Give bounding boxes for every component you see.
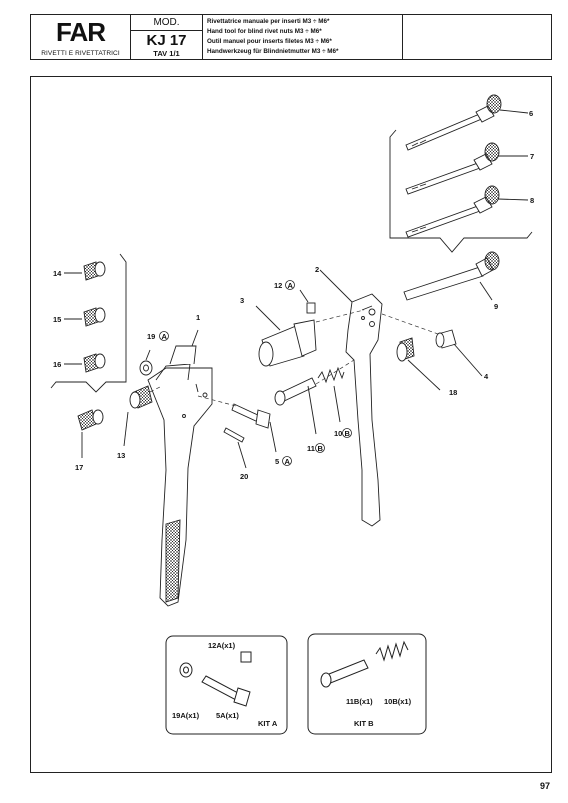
label-part-19: 19 xyxy=(147,332,155,341)
model-cell: MOD. KJ 17 TAV 1/1 xyxy=(131,15,203,59)
title-block: FAR RIVETTI E RIVETTATRICI MOD. KJ 17 TA… xyxy=(30,14,552,60)
label-letter-10b: B xyxy=(345,429,351,438)
label-kit-b-11b: 11B(x1) xyxy=(346,697,373,706)
label-part-13: 13 xyxy=(117,451,125,460)
handle-2 xyxy=(319,269,383,527)
screw-15 xyxy=(64,307,106,327)
label-kit-b-title: KIT B xyxy=(354,719,374,728)
label-part-8: 8 xyxy=(530,196,534,205)
sleeve-3 xyxy=(255,305,317,367)
spindle-9 xyxy=(403,251,500,301)
screw-12a xyxy=(299,289,316,314)
label-part-7: 7 xyxy=(530,152,534,161)
spring-10b xyxy=(317,366,345,423)
kit-labels: 12A(x1) 19A(x1) 5A(x1) KIT A 11B(x1) 10B… xyxy=(172,641,412,728)
kit-b-box xyxy=(307,633,427,735)
screw-16 xyxy=(64,353,106,373)
screw-17 xyxy=(77,409,104,458)
table-ref: TAV 1/1 xyxy=(153,49,180,58)
label-part-6: 6 xyxy=(529,109,533,118)
mod-divider xyxy=(131,30,202,31)
circle-5a xyxy=(282,456,292,466)
label-part-16: 16 xyxy=(53,360,61,369)
label-part-14: 14 xyxy=(53,269,62,278)
label-part-2: 2 xyxy=(315,265,319,274)
label-letter-11b: B xyxy=(318,444,324,453)
description-cell: Rivettatrice manuale per inserti M3 ÷ M6… xyxy=(203,15,403,59)
label-part-12: 12 xyxy=(274,281,282,290)
label-letter-12a: A xyxy=(288,281,294,290)
spindle-group-bracket xyxy=(389,129,533,253)
far-logo: FAR xyxy=(56,17,106,47)
bolt-11b xyxy=(274,377,317,435)
description-fr: Outil manuel pour inserts filetes M3 ÷ M… xyxy=(207,38,332,45)
spindle-7 xyxy=(405,142,528,195)
description-en: Hand tool for blind rivet nuts M3 ÷ M6* xyxy=(207,28,322,35)
label-part-10: 10 xyxy=(334,429,342,438)
circle-12a xyxy=(285,280,295,290)
handle-1 xyxy=(147,329,213,607)
knob-18 xyxy=(396,337,441,391)
circle-19a xyxy=(159,331,169,341)
kit-a-box xyxy=(165,635,288,735)
label-part-15: 15 xyxy=(53,315,61,324)
description-it: Rivettatrice manuale per inserti M3 ÷ M6… xyxy=(207,18,330,25)
washer-19a xyxy=(139,349,153,376)
label-part-3: 3 xyxy=(240,296,244,305)
model-code: KJ 17 xyxy=(146,32,187,49)
label-part-5: 5 xyxy=(275,457,279,466)
drawing-frame xyxy=(30,76,552,773)
part-labels: 6 7 8 9 2 3 1 4 18 14 15 16 17 13 20 12 … xyxy=(53,109,534,481)
logo-cell: FAR RIVETTI E RIVETTATRICI xyxy=(31,15,131,59)
label-part-17: 17 xyxy=(75,463,83,472)
spindle-8 xyxy=(405,185,529,238)
screw-group-bracket xyxy=(50,253,127,393)
label-part-11: 11 xyxy=(307,444,315,453)
logo-subtitle: RIVETTI E RIVETTATRICI xyxy=(41,50,120,57)
label-part-1: 1 xyxy=(196,313,200,322)
screw-14 xyxy=(64,261,106,281)
mod-label: MOD. xyxy=(153,17,180,28)
page-number: 97 xyxy=(539,781,550,791)
label-kit-a-title: KIT A xyxy=(258,719,278,728)
pin-20 xyxy=(223,427,247,469)
label-letter-19a: A xyxy=(162,332,168,341)
spindle-6 xyxy=(405,94,529,151)
label-letter-5a: A xyxy=(285,457,291,466)
label-part-18: 18 xyxy=(449,388,457,397)
label-kit-b-10b: 10B(x1) xyxy=(384,697,412,706)
assembly-dash-lines xyxy=(149,309,439,407)
label-kit-a-12a: 12A(x1) xyxy=(208,641,236,650)
bolt-5a xyxy=(231,403,277,453)
label-part-9: 9 xyxy=(494,302,498,311)
label-kit-a-19a: 19A(x1) xyxy=(172,711,200,720)
circle-10b xyxy=(342,428,352,438)
circle-11b xyxy=(315,443,325,453)
label-part-20: 20 xyxy=(240,472,248,481)
description-de: Handwerkzeug für Blindnietmutter M3 ÷ M6… xyxy=(207,48,339,55)
label-kit-a-5a: 5A(x1) xyxy=(216,711,239,720)
nut-13 xyxy=(123,385,153,447)
label-part-4: 4 xyxy=(484,372,489,381)
nut-4 xyxy=(435,329,483,377)
